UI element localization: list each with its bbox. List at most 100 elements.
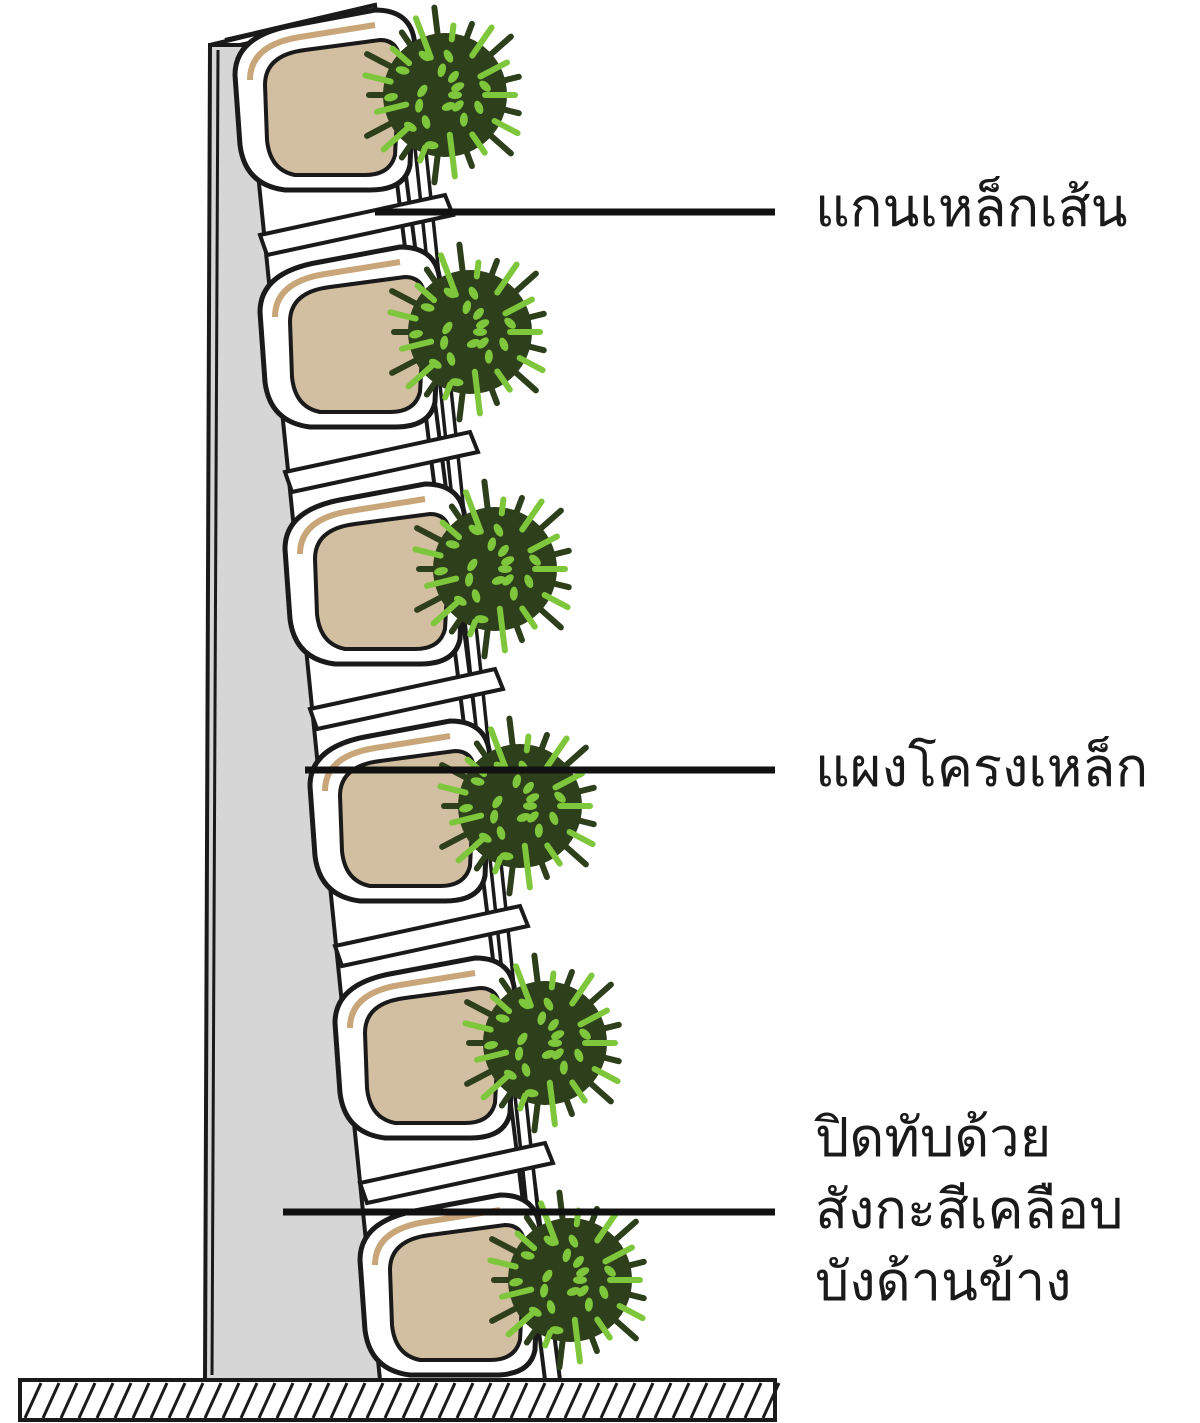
leaf bbox=[420, 303, 435, 312]
leaf bbox=[584, 1297, 593, 1312]
leaf-spike bbox=[431, 139, 443, 186]
leaf bbox=[449, 378, 464, 387]
leaf-spike bbox=[480, 1071, 513, 1101]
pot-rim bbox=[297, 496, 426, 555]
leaf bbox=[543, 997, 554, 1011]
pot-rim bbox=[372, 1207, 501, 1266]
leaf bbox=[521, 1063, 531, 1077]
leaf-spike bbox=[405, 360, 438, 390]
leaf-spike bbox=[516, 355, 546, 374]
frame-rib bbox=[307, 666, 506, 732]
plant-foliage bbox=[412, 478, 572, 660]
leaf bbox=[466, 339, 481, 348]
leaf-spike bbox=[523, 1214, 542, 1237]
leaf bbox=[546, 1300, 556, 1314]
leaf-spike bbox=[514, 1230, 538, 1252]
leaf bbox=[424, 141, 439, 150]
leaf bbox=[502, 574, 514, 586]
label-side-cover-line-3: บังด้านข้าง bbox=[815, 1250, 1072, 1313]
leaf-spike bbox=[613, 1258, 647, 1272]
leaf bbox=[468, 524, 481, 536]
leaf-spike bbox=[491, 118, 521, 137]
leaf-spike bbox=[496, 355, 539, 394]
leaf-spike bbox=[462, 489, 484, 535]
leaf bbox=[477, 337, 489, 349]
leaf-spike bbox=[469, 24, 495, 59]
leaf bbox=[523, 802, 537, 810]
leaf-spike bbox=[531, 1087, 543, 1134]
leaf bbox=[445, 540, 460, 549]
leaf bbox=[440, 335, 449, 350]
leaf-spike bbox=[456, 241, 468, 288]
leaf-spike bbox=[461, 144, 475, 170]
leaf bbox=[529, 554, 541, 566]
leaf-spike bbox=[448, 503, 467, 526]
leaf-spike bbox=[374, 101, 410, 115]
leaf bbox=[465, 572, 474, 587]
leaf bbox=[517, 1032, 528, 1046]
leaf bbox=[484, 1040, 498, 1050]
leaf bbox=[484, 349, 493, 364]
leaf bbox=[549, 1326, 564, 1335]
leaf bbox=[528, 1306, 542, 1317]
frame-rib bbox=[357, 1140, 556, 1206]
label-side-cover-line-1: ปิดทับด้วย bbox=[815, 1106, 1052, 1169]
leaf bbox=[540, 1283, 549, 1298]
leaf bbox=[503, 1069, 517, 1080]
leaf bbox=[496, 826, 506, 840]
leaf-spike bbox=[546, 829, 589, 868]
leaf-spike bbox=[512, 963, 534, 1009]
leaf-spike bbox=[462, 1020, 494, 1033]
label-side-cover: ปิดทับด้วย สังกะสีเคลือบ บังด้านข้าง bbox=[815, 1102, 1123, 1318]
leaf-spike bbox=[477, 59, 510, 80]
leaf-spike bbox=[424, 575, 460, 589]
leaf bbox=[462, 300, 472, 315]
leaf bbox=[527, 811, 539, 823]
leaf-spike bbox=[439, 829, 474, 850]
leaf bbox=[448, 91, 462, 99]
leaf bbox=[551, 1030, 565, 1040]
leaf bbox=[417, 84, 428, 98]
leaf-spike bbox=[448, 22, 457, 43]
leaf bbox=[524, 1089, 539, 1098]
leaf-spike bbox=[558, 744, 589, 772]
leaf-spike bbox=[473, 259, 482, 280]
leaf bbox=[515, 1046, 524, 1061]
leaf-spike bbox=[412, 546, 444, 559]
leaf-spike bbox=[544, 735, 570, 770]
leaf bbox=[487, 537, 497, 552]
leaf bbox=[548, 1018, 559, 1031]
leaf-spike bbox=[456, 20, 475, 61]
leaf-spike bbox=[533, 507, 564, 535]
leaf-spike bbox=[521, 842, 533, 891]
leaf bbox=[446, 352, 456, 366]
leaf bbox=[418, 50, 431, 62]
leaf bbox=[428, 358, 442, 369]
leaf bbox=[554, 791, 566, 803]
leaf-spike bbox=[387, 309, 419, 322]
leaf bbox=[442, 321, 453, 335]
leaf bbox=[498, 544, 509, 557]
leaf bbox=[562, 1248, 572, 1263]
leaf-spike bbox=[481, 257, 500, 298]
leaf bbox=[574, 1048, 584, 1063]
plant-foliage bbox=[362, 4, 522, 186]
leaf bbox=[452, 100, 464, 112]
leaf bbox=[474, 100, 484, 115]
leaf-spike bbox=[414, 592, 449, 613]
leaf-spike bbox=[577, 1007, 610, 1028]
leaf-spike bbox=[481, 478, 493, 525]
leaf-spike bbox=[423, 266, 442, 289]
leaf-spike bbox=[389, 45, 413, 67]
leaf-spike bbox=[486, 381, 500, 407]
leaf bbox=[573, 1276, 587, 1284]
leaf bbox=[443, 287, 456, 299]
leaf bbox=[577, 1285, 589, 1297]
planter-pot bbox=[307, 715, 597, 969]
leaf-spike bbox=[538, 577, 572, 591]
leaf-spike bbox=[569, 1079, 588, 1104]
leaf-spike bbox=[546, 1079, 558, 1128]
leaf-spike bbox=[531, 731, 550, 772]
leaf bbox=[490, 809, 499, 824]
leaf bbox=[443, 49, 454, 63]
